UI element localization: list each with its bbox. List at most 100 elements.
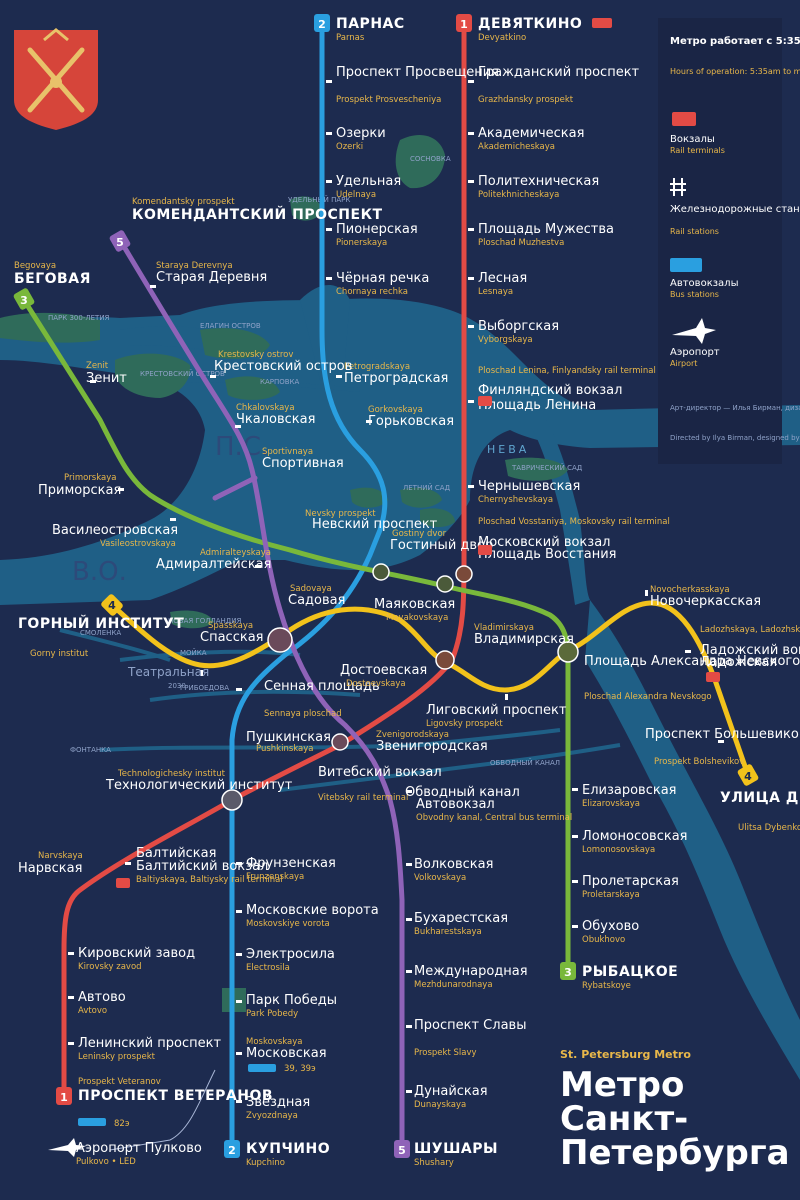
svg-text:Obvodny kanal, Central bus ter: Obvodny kanal, Central bus terminal [416, 813, 572, 823]
park-label-300: ПАРК 300-ЛЕТИЯ [48, 314, 110, 322]
svg-text:Vladimirskaya: Vladimirskaya [474, 623, 534, 633]
svg-text:Spasskaya: Spasskaya [208, 621, 253, 631]
svg-text:Chornaya rechka: Chornaya rechka [336, 287, 408, 297]
labels-line-1: ДЕВЯТКИНО Devyatkino Гражданский проспек… [18, 16, 670, 1104]
svg-text:Komendantsky prospekt: Komendantsky prospekt [132, 197, 235, 207]
svg-text:Dunayskaya: Dunayskaya [414, 1100, 466, 1110]
station-obvodny: Обводный канал [405, 785, 520, 800]
svg-text:2030: 2030 [168, 682, 186, 690]
legend-panel: Метро работает с 5:35 до 0:00 Hours of o… [658, 18, 800, 464]
station-bukharestskaya: Бухарестская [414, 911, 508, 926]
park-label-hollandia: НОВАЯ ГОЛЛАНДИЯ [168, 617, 242, 625]
station-gostiny: Гостиный двор [390, 538, 493, 553]
station-elizarovskaya: Елизаровская [582, 783, 677, 798]
station-movorota: Московские ворота [246, 903, 379, 918]
svg-text:Electrosila: Electrosila [246, 963, 290, 973]
svg-text:Narvskaya: Narvskaya [38, 851, 83, 861]
svg-text:Московский вокзал: Московский вокзал [478, 535, 610, 550]
station-dostoevskaya: Достоевская [340, 663, 427, 678]
station-lenina: Площадь Ленина [478, 398, 596, 413]
svg-text:Baltiyskaya, Baltiysky rail te: Baltiyskaya, Baltiysky rail terminal [136, 875, 283, 885]
transfer-alexandra-nevskogo [557, 641, 579, 663]
svg-text:Rail stations: Rail stations [670, 227, 719, 236]
station-frunzenskaya: Фрунзенская [246, 856, 336, 871]
svg-text:Zvenigorodskaya: Zvenigorodskaya [376, 730, 449, 740]
line-1 [61, 27, 467, 1098]
station-avtovo: Автово [78, 990, 126, 1005]
svg-text:Chernyshevskaya: Chernyshevskaya [478, 495, 553, 505]
station-sennaya: Сенная площадь [264, 679, 380, 694]
rail-icon [670, 178, 686, 196]
station-shushary: ШУШАРЫ [414, 1141, 498, 1157]
line-4-badge-left: 4 [108, 599, 116, 612]
station-sadovaya: Садовая [288, 593, 345, 608]
svg-text:Витебский вокзал: Витебский вокзал [318, 765, 442, 780]
svg-text:39, 39э: 39, 39э [284, 1064, 316, 1074]
station-dunayskaya: Дунайская [414, 1084, 488, 1099]
svg-text:Железнодорожные станции: Железнодорожные станции [670, 204, 800, 215]
station-grazhdansky: Гражданский проспект [478, 65, 640, 80]
line-2-badge-top: 2 [318, 18, 326, 31]
svg-text:Ploschad Lenina, Finlyandsky r: Ploschad Lenina, Finlyandsky rail termin… [478, 366, 656, 376]
svg-text:Krestovsky ostrov: Krestovsky ostrov [218, 350, 293, 360]
svg-text:Prospekt Bolshevikov: Prospekt Bolshevikov [654, 757, 744, 767]
title-line-2: Санкт- [560, 1099, 688, 1139]
plane-icon [672, 318, 716, 344]
line-2 [229, 27, 388, 1148]
svg-text:Admiralteyskaya: Admiralteyskaya [200, 548, 271, 558]
station-proletarskaya: Пролетарская [582, 874, 679, 889]
station-polytech: Политехническая [478, 174, 599, 189]
svg-text:Chkalovskaya: Chkalovskaya [236, 403, 295, 413]
svg-text:Mayakovskaya: Mayakovskaya [386, 613, 448, 623]
svg-text:Lomonosovskaya: Lomonosovskaya [582, 845, 655, 855]
svg-text:Sadovaya: Sadovaya [290, 584, 332, 594]
transfer-vosstaniya [455, 565, 473, 583]
station-prosvescheniya: Проспект Просвещения [336, 65, 499, 80]
coat-of-arms-icon [14, 28, 98, 130]
station-begovaya: БЕГОВАЯ [14, 271, 91, 287]
station-elektrosila: Электросила [246, 947, 335, 962]
transfer-nevsky-gostiny [372, 563, 390, 581]
park-label-letny: ЛЕТНИЙ САД [403, 483, 451, 492]
svg-text:Rail terminals: Rail terminals [670, 146, 725, 155]
svg-text:Финляндский вокзал: Финляндский вокзал [478, 383, 622, 398]
svg-text:Ploschad Muzhestva: Ploschad Muzhestva [478, 238, 564, 248]
svg-text:Mezhdunarodnaya: Mezhdunarodnaya [414, 980, 493, 990]
line-3 [21, 297, 571, 973]
station-parkpobedy: Парк Победы [246, 993, 337, 1008]
svg-text:Zvyozdnaya: Zvyozdnaya [246, 1111, 298, 1121]
park-label-udelny: УДЕЛЬНЫЙ ПАРК [288, 195, 350, 204]
svg-text:Prospekt Slavy: Prospekt Slavy [414, 1048, 477, 1058]
labels-line-3: Begovaya БЕГОВАЯ Zenit Зенит Primorskaya… [14, 261, 800, 991]
svg-text:Lesnaya: Lesnaya [478, 287, 513, 297]
line-5-badge-bottom: 5 [398, 1144, 406, 1157]
station-primorskaya: Приморская [38, 483, 121, 498]
station-devyatkino: ДЕВЯТКИНО [478, 16, 582, 32]
station-akadem: Академическая [478, 126, 584, 141]
station-pionerskaya: Пионерская [336, 222, 418, 237]
station-teatralnaya: Театральная [127, 665, 209, 679]
station-kupchino: КУПЧИНО [246, 1141, 330, 1157]
labels-line-4: ГОРНЫЙ ИНСТИТУТ Gorny institut Театральн… [18, 585, 800, 833]
station-zvezdnaya: Звёздная [246, 1095, 310, 1110]
station-spasskaya: Спасская [200, 630, 263, 645]
bus-icon-veteranov [78, 1118, 106, 1126]
svg-text:Volkovskaya: Volkovskaya [414, 873, 466, 883]
svg-text:Moskovskaya: Moskovskaya [246, 1037, 302, 1047]
svg-text:Pionerskaya: Pionerskaya [336, 238, 387, 248]
svg-text:Leninsky prospekt: Leninsky prospekt [78, 1052, 156, 1062]
hours-ru: Метро работает с 5:35 до 0:00 [670, 35, 800, 47]
station-vasileostrovskaya: Василеостровская [52, 523, 178, 538]
svg-text:Grazhdansky prospekt: Grazhdansky prospekt [478, 95, 574, 105]
park-label-tavrichesky: ТАВРИЧЕСКИЙ САД [511, 463, 583, 472]
svg-text:Primorskaya: Primorskaya [64, 473, 116, 483]
station-novocherkasskaya: Новочеркасская [650, 594, 761, 609]
title-line-1: Метро [560, 1065, 684, 1105]
station-veteranov: ПРОСПЕКТ ВЕТЕРАНОВ [78, 1088, 273, 1104]
svg-text:Elizarovskaya: Elizarovskaya [582, 799, 640, 809]
svg-text:Sennaya ploschad: Sennaya ploschad [264, 709, 342, 719]
station-tech: Технологический институт [105, 778, 293, 793]
svg-text:Ploschad Vosstaniya, Moskovsky: Ploschad Vosstaniya, Moskovsky rail term… [478, 517, 670, 527]
svg-text:Devyatkino: Devyatkino [478, 33, 526, 43]
svg-text:Vitebsky rail terminal: Vitebsky rail terminal [318, 793, 408, 803]
